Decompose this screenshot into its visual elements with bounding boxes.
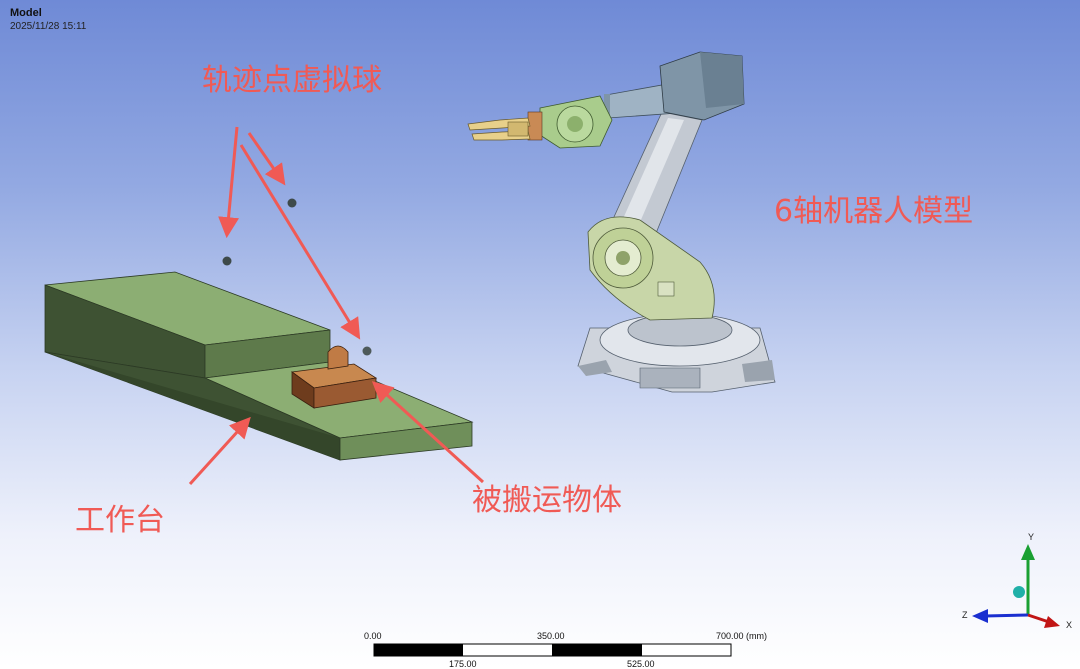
robot-gripper[interactable] — [467, 117, 531, 141]
trajectory-sphere[interactable] — [222, 256, 232, 266]
callout-trajectory-spheres: 轨迹点虚拟球 — [202, 63, 382, 98]
callout-robot-model: 6轴机器人模型 — [774, 194, 974, 229]
axis-label-z: Z — [962, 610, 968, 620]
scale-label-700: 700.00 (mm) — [716, 631, 768, 641]
callout-carried-object: 被搬运物体 — [472, 483, 622, 518]
robot-base[interactable] — [577, 313, 776, 393]
model-datetime: 2025/11/28 15:11 — [10, 21, 87, 32]
scale-label-0: 0.00 — [364, 631, 382, 641]
carried-object[interactable] — [290, 345, 378, 409]
annotation-arrows — [188, 126, 485, 486]
robot-shoulder-joint[interactable] — [587, 216, 715, 321]
trajectory-sphere[interactable] — [287, 198, 297, 208]
robot-upper-arm[interactable] — [604, 51, 745, 121]
scale-label-175: 175.00 — [449, 659, 477, 669]
axis-label-y: Y — [1028, 532, 1035, 542]
model-title: Model — [10, 7, 42, 19]
axis-label-x: X — [1066, 620, 1073, 630]
scale-label-350: 350.00 — [537, 631, 565, 641]
workbench-body[interactable] — [44, 271, 474, 461]
trajectory-sphere[interactable] — [362, 346, 372, 356]
callout-workbench: 工作台 — [75, 503, 165, 538]
axis-triad[interactable] — [972, 544, 1060, 628]
scale-bar — [373, 643, 732, 657]
robot-wrist[interactable] — [527, 95, 613, 149]
scale-label-525: 525.00 — [627, 659, 655, 669]
trajectory-spheres — [222, 198, 372, 356]
